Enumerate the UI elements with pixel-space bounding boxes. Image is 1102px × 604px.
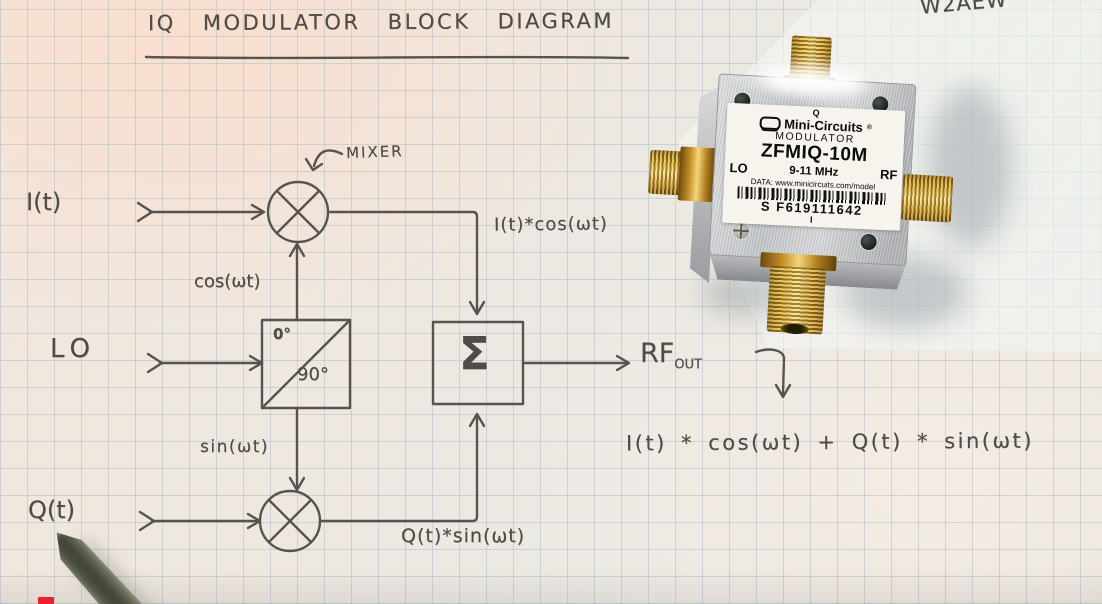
summer-symbol: Σ [459, 327, 490, 380]
i-product-label: I(t)*cos(ωt) [493, 213, 608, 236]
q-product-label: Q(t)*sin(ωt) [401, 525, 526, 547]
port-label-rf: RF [879, 166, 898, 183]
modulator-device-photo: Q Mini-Circuits® MODULATOR ZFMIQ-10M LO … [646, 14, 984, 361]
mixer-top-symbol [266, 180, 330, 244]
cos-feed-line [288, 242, 306, 322]
q-input-line [138, 510, 262, 532]
mini-circuits-logo-icon [758, 116, 781, 130]
rf-out-main: RF [640, 338, 675, 369]
i-input-label: I(t) [26, 188, 62, 216]
registered-mark: ® [866, 123, 873, 132]
frequency-range: 9-11 MHz [789, 164, 839, 179]
mixer-bottom-symbol [258, 489, 322, 553]
sin-feed-line [288, 406, 306, 492]
phase-ninety-label: 90° [297, 364, 329, 385]
rf-out-label: RFOUT [640, 338, 702, 373]
mixer-callout-label: MIXER [345, 142, 404, 162]
q-product-path [318, 412, 486, 523]
cos-label: cos(ωt) [194, 271, 261, 292]
rf-out-subscript: OUT [674, 357, 702, 373]
sma-connector-right [900, 173, 954, 223]
i-product-path [326, 210, 486, 316]
phase-zero-label: 0° [273, 325, 291, 343]
device-label: Q Mini-Circuits® MODULATOR ZFMIQ-10M LO … [722, 102, 906, 231]
sma-connector-left [647, 149, 683, 196]
equation-pointer-arrow [754, 348, 792, 399]
title-underline [144, 55, 630, 60]
lo-input-line [146, 352, 264, 374]
port-label-lo: LO [729, 159, 748, 176]
sin-label: sin(ωt) [200, 437, 270, 457]
sma-nut-left [677, 146, 717, 203]
output-equation: I(t) * cos(ωt) + Q(t) * sin(ωt) [625, 428, 1035, 456]
mixer-callout-arrow [304, 149, 344, 172]
pen-tip [43, 521, 187, 604]
video-progress-marker [38, 597, 54, 604]
lo-input-label: LO [50, 334, 97, 364]
q-input-label: Q(t) [28, 496, 76, 524]
rf-output-line [521, 354, 631, 372]
page-title: IQ MODULATOR BLOCK DIAGRAM [147, 8, 615, 36]
i-input-line [136, 201, 266, 223]
